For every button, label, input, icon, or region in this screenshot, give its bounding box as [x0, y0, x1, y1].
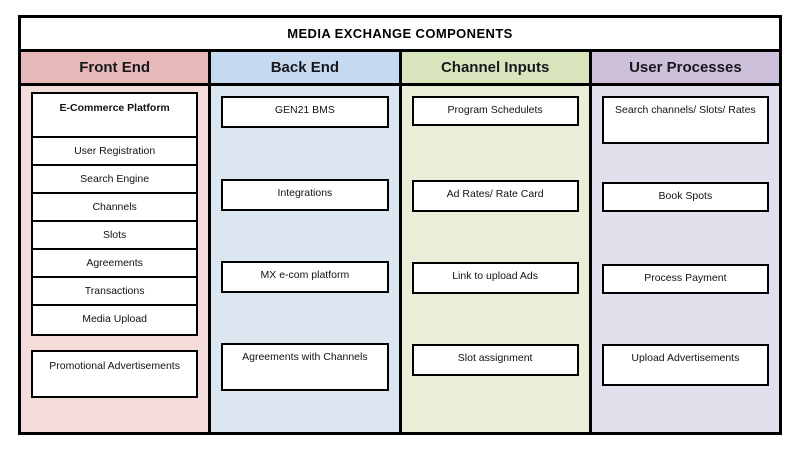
front-end-item-label: Channels [92, 201, 137, 213]
media-exchange-components-diagram: MEDIA EXCHANGE COMPONENTS Front End E-Co… [18, 15, 782, 435]
front-end-item-label: Slots [102, 229, 127, 241]
front-end-item-search-engine[interactable]: Search Engine [33, 166, 197, 194]
column-header-label-channel-inputs: Channel Inputs [440, 59, 550, 76]
front-end-item-label: User Registration [74, 145, 156, 157]
front-end-item-label: Promotional Advertisements [49, 360, 180, 372]
back-end-node-mx-ecom-platform[interactable]: MX e-com platform [221, 261, 389, 293]
column-header-channel-inputs: Channel Inputs [401, 52, 589, 86]
channel-inputs-node-label: Ad Rates/ Rate Card [446, 188, 544, 200]
back-end-node-label: Integrations [277, 187, 333, 199]
back-end-node-label: Agreements with Channels [242, 351, 368, 363]
user-processes-node-label: Upload Advertisements [631, 352, 740, 364]
front-end-item-e-commerce-platform[interactable]: E-Commerce Platform [33, 94, 197, 138]
front-end-item-transactions[interactable]: Transactions [33, 278, 197, 306]
column-body-front-end: E-Commerce Platform User Registration Se… [21, 86, 209, 432]
user-processes-node-label: Search channels/ Slots/ Rates [615, 104, 756, 116]
column-header-front-end: Front End [21, 52, 209, 86]
front-end-stack: E-Commerce Platform User Registration Se… [31, 92, 199, 336]
front-end-item-agreements[interactable]: Agreements [33, 250, 197, 278]
front-end-item-label: Transactions [84, 285, 145, 297]
column-header-back-end: Back End [211, 52, 399, 86]
column-user-processes: User Processes Search channels/ Slots/ R… [591, 52, 779, 432]
channel-inputs-node-link-to-upload-ads[interactable]: Link to upload Ads [411, 262, 579, 294]
column-back-end: Back End GEN21 BMS Integrations MX e-com… [211, 52, 402, 432]
column-body-back-end: GEN21 BMS Integrations MX e-com platform… [211, 86, 399, 432]
column-body-user-processes: Search channels/ Slots/ Rates Book Spots… [591, 86, 779, 432]
front-end-item-channels[interactable]: Channels [33, 194, 197, 222]
column-front-end: Front End E-Commerce Platform User Regis… [21, 52, 212, 432]
channel-inputs-node-program-schedules[interactable]: Program Schedulets [411, 96, 579, 126]
diagram-title: MEDIA EXCHANGE COMPONENTS [287, 26, 513, 41]
user-processes-node-upload-advertisements[interactable]: Upload Advertisements [601, 344, 769, 386]
column-header-label-user-processes: User Processes [629, 59, 742, 76]
front-end-item-media-upload[interactable]: Media Upload [33, 306, 196, 334]
column-header-label-front-end: Front End [79, 59, 151, 76]
user-processes-node-label: Book Spots [658, 190, 713, 202]
back-end-node-label: GEN21 BMS [274, 104, 335, 116]
user-processes-node-book-spots[interactable]: Book Spots [601, 182, 769, 212]
channel-inputs-node-slot-assignment[interactable]: Slot assignment [411, 344, 579, 376]
front-end-item-promotional-advertisements[interactable]: Promotional Advertisements [31, 350, 199, 398]
user-processes-node-label: Process Payment [644, 272, 727, 284]
diagram-title-bar: MEDIA EXCHANGE COMPONENTS [21, 18, 779, 52]
front-end-item-slots[interactable]: Slots [33, 222, 197, 250]
column-header-label-back-end: Back End [270, 59, 340, 76]
channel-inputs-node-label: Slot assignment [457, 352, 533, 364]
front-end-item-label: E-Commerce Platform [59, 102, 170, 114]
channel-inputs-node-ad-rates-rate-card[interactable]: Ad Rates/ Rate Card [411, 180, 579, 212]
column-header-user-processes: User Processes [591, 52, 779, 86]
back-end-node-agreements-with-channels[interactable]: Agreements with Channels [221, 343, 389, 391]
user-processes-node-process-payment[interactable]: Process Payment [601, 264, 769, 294]
front-end-item-label: Search Engine [80, 173, 150, 185]
front-end-item-label: Agreements [86, 257, 143, 269]
user-processes-node-search-channels-slots-rates[interactable]: Search channels/ Slots/ Rates [601, 96, 769, 144]
front-end-item-user-registration[interactable]: User Registration [33, 138, 197, 166]
channel-inputs-node-label: Link to upload Ads [452, 270, 539, 282]
columns-container: Front End E-Commerce Platform User Regis… [21, 52, 779, 432]
column-channel-inputs: Channel Inputs Program Schedulets Ad Rat… [401, 52, 592, 432]
back-end-node-integrations[interactable]: Integrations [221, 179, 389, 211]
channel-inputs-node-label: Program Schedulets [447, 104, 543, 116]
column-body-channel-inputs: Program Schedulets Ad Rates/ Rate Card L… [401, 86, 589, 432]
back-end-node-gen21-bms[interactable]: GEN21 BMS [221, 96, 389, 128]
front-end-item-label: Media Upload [82, 313, 148, 325]
back-end-node-label: MX e-com platform [260, 269, 350, 281]
